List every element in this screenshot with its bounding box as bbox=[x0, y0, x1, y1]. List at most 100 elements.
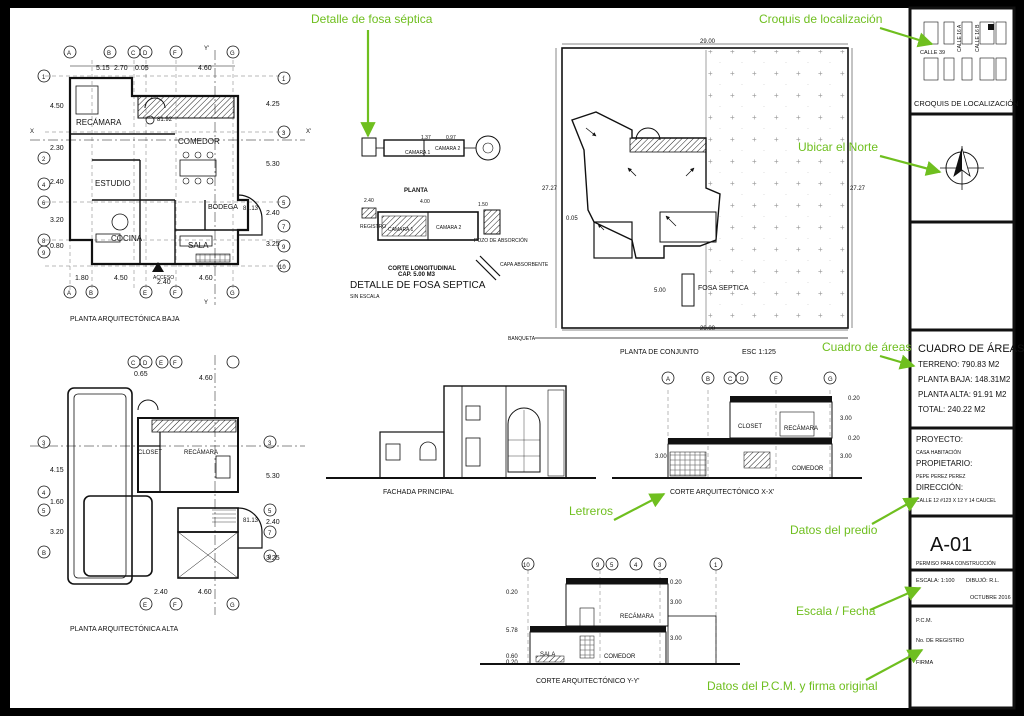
axis-label: 6 bbox=[42, 201, 46, 207]
croquis-title: CROQUIS DE LOCALIZACIÓN bbox=[914, 99, 1019, 108]
street-label: CALLE 39 bbox=[920, 50, 945, 56]
street-label: CALLE 16 A bbox=[957, 24, 963, 52]
area-terreno: TERRENO: 790.83 M2 bbox=[918, 360, 1000, 369]
dim-text: 4.60 bbox=[198, 589, 212, 596]
axis-label: 10 bbox=[279, 265, 286, 271]
drawing-title: CORTE ARQUITECTÓNICO X-X' bbox=[670, 487, 774, 496]
axis-label: A bbox=[67, 51, 71, 57]
axis-label: D bbox=[740, 377, 745, 383]
arrow-croquis bbox=[879, 26, 934, 48]
propietario-value: PEPE PEREZ PEREZ bbox=[916, 474, 965, 480]
dim-text: 0.20 bbox=[848, 436, 860, 442]
dim-text: 4.60 bbox=[199, 375, 213, 382]
room-label: CLOSET bbox=[138, 450, 162, 456]
axis-label: 1 bbox=[42, 75, 46, 81]
fosa-corte: CORTE LONGITUDINAL bbox=[388, 266, 456, 272]
dim-text: 3.20 bbox=[50, 529, 64, 536]
axis-label: 4 bbox=[42, 183, 46, 189]
room-label: RECÁMARA bbox=[620, 613, 654, 620]
axis-label: 7 bbox=[268, 531, 272, 537]
room-label: RECÁMARA bbox=[76, 118, 122, 127]
fosa-label: CAMARA 1 bbox=[388, 227, 414, 233]
dim-text: 4.60 bbox=[199, 275, 213, 282]
axis-label: B bbox=[42, 551, 46, 557]
annotation-fosa: Detalle de fosa séptica bbox=[311, 12, 433, 26]
dim-text: 0.80 bbox=[50, 243, 64, 250]
planta-conjunto-text: 29.00 29.00 27.27 27.27 0.05 5.00 FOSA S… bbox=[508, 39, 866, 356]
dim-text: 0.60 bbox=[506, 654, 518, 660]
axis-label: F bbox=[173, 603, 177, 609]
fosa-label: CAMARA 1 bbox=[405, 150, 431, 156]
street-label: CALLE 16 B bbox=[975, 24, 981, 52]
dim-text: 0.65 bbox=[134, 371, 148, 378]
axis-label: 10 bbox=[523, 563, 530, 569]
room-label: ACCESO bbox=[153, 275, 174, 281]
dim-text: 2.40 bbox=[266, 519, 280, 526]
room-label: COMEDOR bbox=[792, 466, 824, 472]
axis-label: 5 bbox=[268, 509, 272, 515]
permiso-text: PERMISO PARA CONSTRUCCIÓN bbox=[916, 560, 996, 567]
axis-label: G bbox=[230, 51, 235, 57]
dim-text: 2.40 bbox=[157, 279, 171, 286]
axis-label: G bbox=[230, 291, 235, 297]
axis-label: F bbox=[173, 51, 177, 57]
dim-text: 3.00 bbox=[655, 454, 667, 460]
axis-label: F bbox=[774, 377, 778, 383]
dim-text: 29.00 bbox=[700, 39, 716, 45]
room-label: RECÁMARA bbox=[184, 449, 218, 456]
dim-text: 0.05 bbox=[566, 216, 578, 222]
room-label: RECÁMARA bbox=[784, 425, 818, 432]
dim-text: 0.97 bbox=[446, 135, 456, 141]
fosa-label: CAPA ABSORBENTE bbox=[500, 262, 549, 268]
room-label: CLOSET bbox=[738, 424, 762, 430]
fachada-principal bbox=[326, 385, 596, 479]
propietario-label: PROPIETARIO: bbox=[916, 459, 972, 468]
dim-text: 1.60 bbox=[50, 499, 64, 506]
level-text: 81.92 bbox=[157, 117, 173, 123]
fosa-planta: PLANTA bbox=[404, 188, 429, 194]
axis-label: D bbox=[143, 361, 148, 367]
area-total: TOTAL: 240.22 M2 bbox=[918, 405, 986, 414]
arrow-predio bbox=[871, 497, 920, 525]
dim-text: 4.15 bbox=[50, 467, 64, 474]
dim-text: 0.20 bbox=[670, 580, 682, 586]
room-label: BODEGA bbox=[208, 204, 238, 211]
annotation-norte: Ubicar el Norte bbox=[798, 140, 878, 154]
dim-text: 0.20 bbox=[506, 660, 518, 666]
corte-y bbox=[480, 557, 740, 665]
axis-label: 3 bbox=[282, 131, 286, 137]
dim-text: 4.50 bbox=[50, 103, 64, 110]
drawing-title: CORTE ARQUITECTÓNICO Y-Y' bbox=[536, 676, 640, 685]
axis-label: 4 bbox=[42, 491, 46, 497]
dim-text: 2.40 bbox=[266, 210, 280, 217]
axis-label: G bbox=[828, 377, 833, 383]
direccion-label: DIRECCIÓN: bbox=[916, 483, 963, 492]
areas-title: CUADRO DE ÁREAS bbox=[918, 342, 1024, 355]
fosa-label: POZO DE ABSORCIÓN bbox=[474, 237, 528, 244]
axis-label: 9 bbox=[268, 555, 272, 561]
drawing-title: PLANTA ARQUITECTÓNICA BAJA bbox=[70, 314, 180, 323]
arrow-pcm bbox=[865, 649, 924, 681]
dim-text: 2.30 bbox=[50, 145, 64, 152]
registro-text: No. DE REGISTRO bbox=[916, 638, 965, 644]
dim-text: 0.20 bbox=[848, 396, 860, 402]
cut-mark: X bbox=[30, 129, 34, 135]
fosa-label: CAMARA 2 bbox=[435, 146, 461, 152]
dim-text: 27.27 bbox=[850, 186, 866, 192]
dim-text: 4.00 bbox=[420, 199, 430, 205]
axis-label: 3 bbox=[42, 441, 46, 447]
arrow-areas bbox=[879, 354, 916, 370]
paper-sheet bbox=[10, 8, 1014, 708]
conjunto-label: FOSA SEPTICA bbox=[698, 285, 749, 292]
dim-text: 2.40 bbox=[154, 589, 168, 596]
planta-alta bbox=[30, 355, 305, 615]
dim-text: 4.25 bbox=[266, 101, 280, 108]
arrow-letreros bbox=[613, 493, 666, 521]
area-planta-alta: PLANTA ALTA: 91.91 M2 bbox=[918, 390, 1007, 399]
dim-text: 5.30 bbox=[266, 161, 280, 168]
dim-text: 3.25 bbox=[266, 241, 280, 248]
area-planta-baja: PLANTA BAJA: 148.31M2 bbox=[918, 375, 1011, 384]
dim-text: 3.00 bbox=[840, 454, 852, 460]
dim-text: 27.27 bbox=[542, 186, 558, 192]
